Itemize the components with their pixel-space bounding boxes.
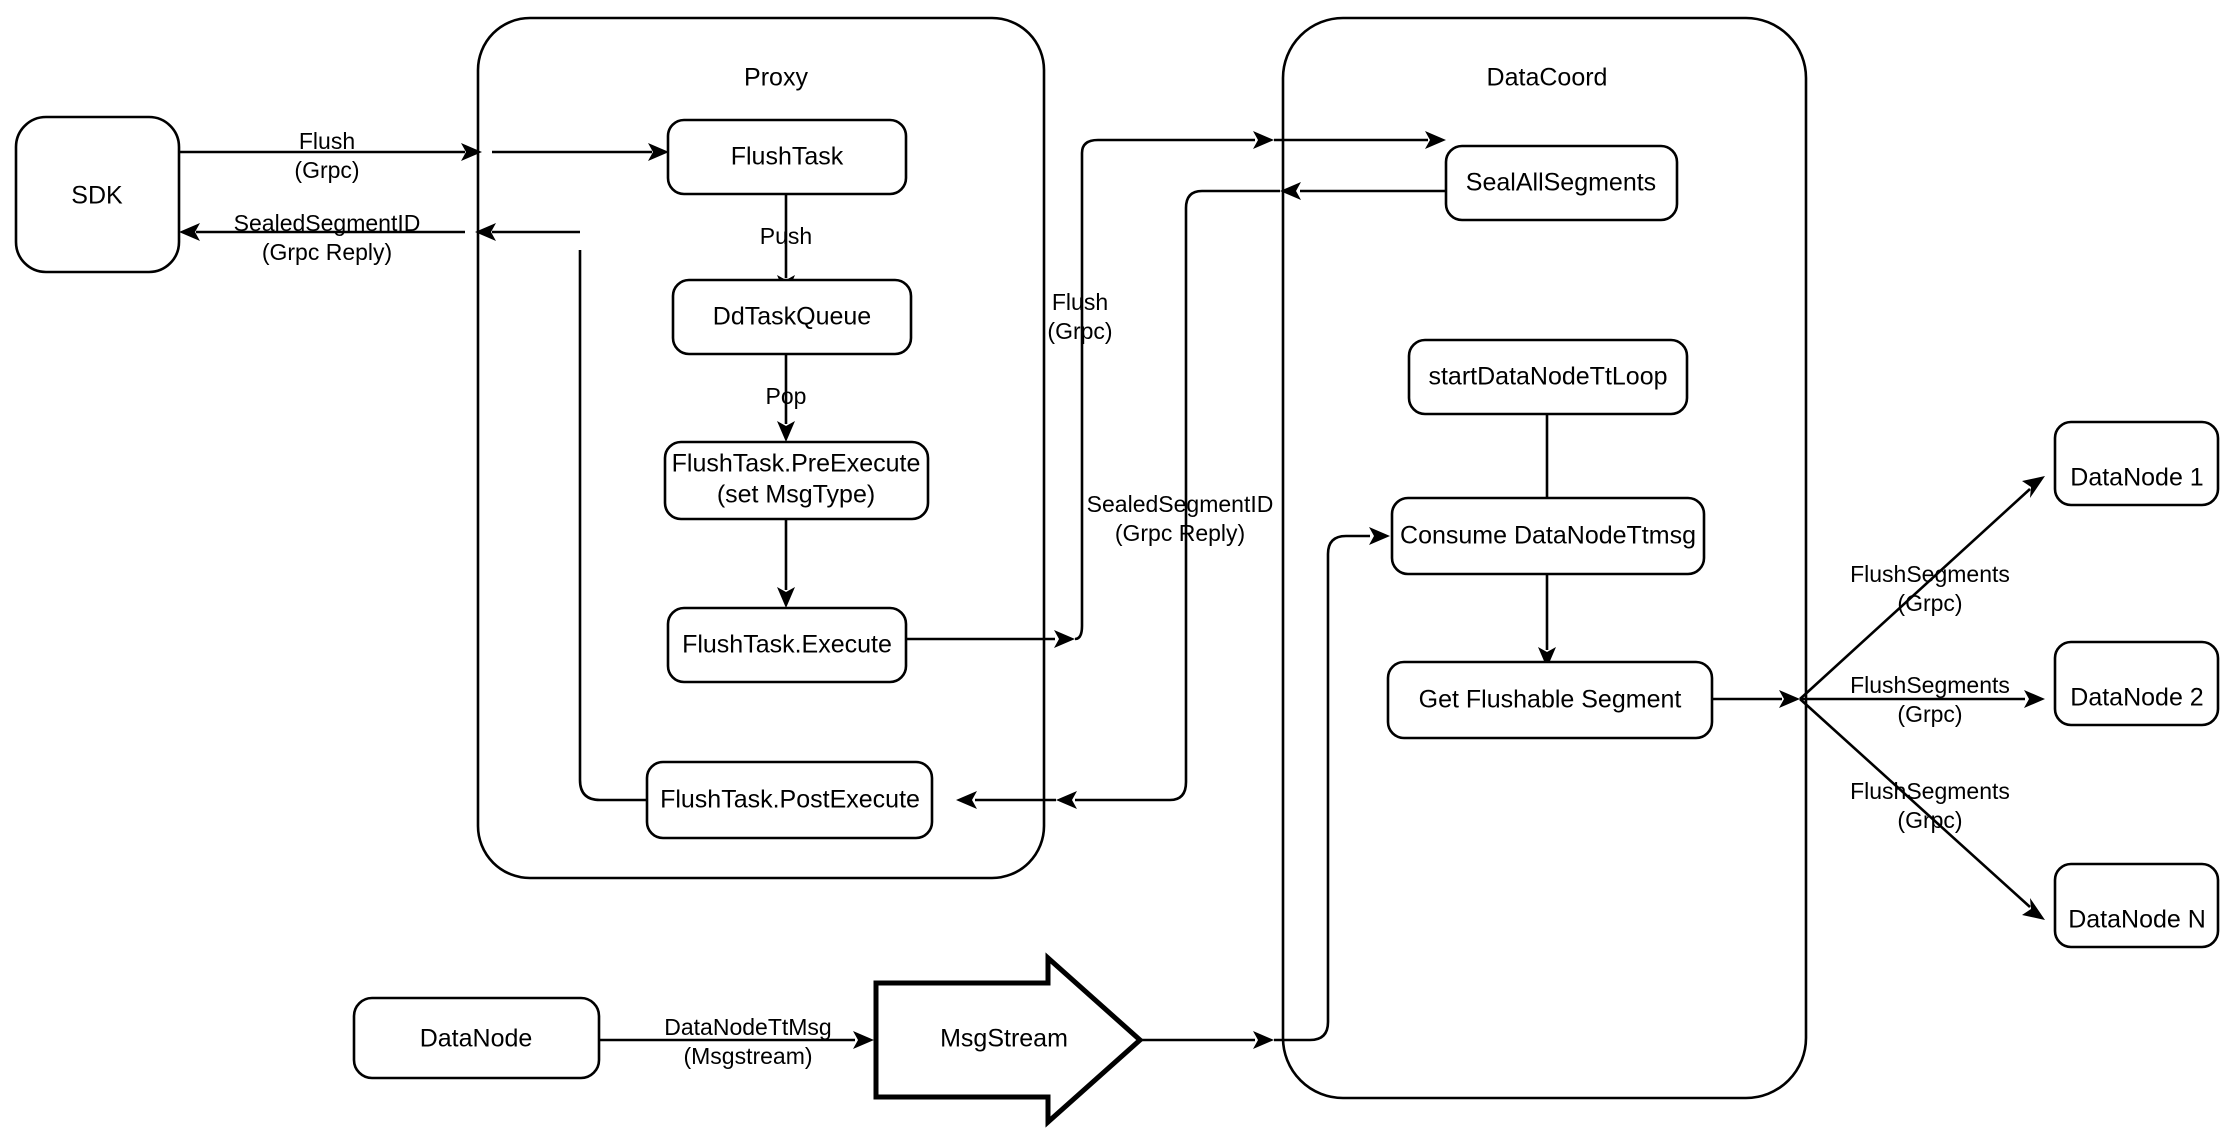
edge-label-flushsegments-2-line2: (Grpc)	[1897, 701, 1962, 727]
edge-label-flushsegments-2-line1: FlushSegments	[1850, 672, 2010, 698]
edge-getflushable-to-fanout	[1712, 690, 1800, 708]
flushtask-preexecute-label-line1: FlushTask.PreExecute	[672, 450, 921, 478]
edge-label-datanodettmsg-line2: (Msgstream)	[683, 1043, 812, 1069]
msgstream-label: MsgStream	[940, 1025, 1068, 1053]
consume-datanodettmsg-box[interactable]	[1390, 496, 1706, 576]
edge-label-flushsegments-n-line2: (Grpc)	[1897, 807, 1962, 833]
edge-label-sealed-reply-to-proxy-line2: (Grpc Reply)	[1115, 520, 1245, 546]
edge-proxy-to-sdk: SealedSegmentID (Grpc Reply)	[179, 210, 580, 265]
flushtask-box[interactable]	[666, 118, 908, 196]
edge-label-sealedsegmentid-reply-line1: SealedSegmentID	[234, 210, 421, 236]
flushtask-label: FlushTask	[731, 143, 844, 171]
node-datanode-bottom[interactable]: DataNode	[352, 996, 601, 1080]
edge-fanout-to-datanode-n: FlushSegments (Grpc)	[1799, 698, 2045, 920]
edge-label-flush-grpc-line1: Flush	[299, 128, 355, 154]
datanode-2-box[interactable]	[2053, 640, 2220, 727]
edge-datacoord-to-postexecute-reply: SealedSegmentID (Grpc Reply)	[956, 182, 1446, 809]
edge-label-flush-grpc-line2: (Grpc)	[294, 157, 359, 183]
sealallsegments-label: SealAllSegments	[1466, 169, 1656, 197]
edge-ddqueue-pop: Pop	[766, 354, 807, 442]
node-start-datanode-ttloop[interactable]: startDataNodeTtLoop	[1407, 338, 1689, 416]
edge-postexecute-to-sdk-reply	[578, 250, 647, 802]
node-get-flushable-segment[interactable]: Get Flushable Segment	[1386, 660, 1714, 740]
consume-datanodettmsg-label: Consume DataNodeTtmsg	[1400, 522, 1696, 550]
startdatanodettloop-box[interactable]	[1407, 338, 1689, 416]
node-datanode-2[interactable]: DataNode 2	[2053, 640, 2220, 727]
edge-label-datanodettmsg-line1: DataNodeTtMsg	[664, 1014, 831, 1040]
edge-label-flushsegments-n-line1: FlushSegments	[1850, 778, 2010, 804]
node-datanode-1[interactable]: DataNode 1	[2053, 420, 2220, 507]
node-flush-task-preexecute[interactable]: FlushTask.PreExecute (set MsgType)	[663, 440, 930, 521]
msgstream-arrow-shape[interactable]	[873, 952, 1144, 1128]
edge-label-flushsegments-1-line2: (Grpc)	[1897, 590, 1962, 616]
edge-sdk-to-proxy: Flush (Grpc)	[178, 128, 669, 183]
edge-label-flushsegments-1-line1: FlushSegments	[1850, 561, 2010, 587]
edge-label-flush-to-datacoord-line2: (Grpc)	[1047, 318, 1112, 344]
node-msgstream[interactable]: MsgStream	[873, 952, 1144, 1128]
flushtask-preexecute-label-line2: (set MsgType)	[717, 481, 875, 509]
datacoord-title: DataCoord	[1487, 64, 1608, 92]
datanode-n-label: DataNode N	[2068, 906, 2206, 934]
node-flush-task[interactable]: FlushTask	[666, 118, 908, 196]
sealallsegments-box[interactable]	[1444, 144, 1679, 222]
flushtask-execute-label: FlushTask.Execute	[682, 631, 892, 659]
node-sdk[interactable]: SDK	[14, 115, 181, 274]
datanode-1-label: DataNode 1	[2070, 464, 2203, 492]
flushtask-execute-box[interactable]	[666, 606, 908, 684]
node-dd-task-queue[interactable]: DdTaskQueue	[671, 278, 913, 356]
edge-fanout-to-datanode-2: FlushSegments (Grpc)	[1800, 672, 2045, 727]
sdk-label: SDK	[71, 182, 123, 210]
node-datanode-n[interactable]: DataNode N	[2053, 862, 2220, 949]
edge-execute-to-datacoord-flush: Flush (Grpc)	[906, 131, 1446, 648]
datanode-bottom-label: DataNode	[420, 1025, 533, 1053]
edge-label-sealed-reply-to-proxy-line1: SealedSegmentID	[1087, 491, 1274, 517]
get-flushable-segment-box[interactable]	[1386, 660, 1714, 740]
edge-label-sealedsegmentid-reply-line2: (Grpc Reply)	[262, 239, 392, 265]
node-flush-task-postexecute[interactable]: FlushTask.PostExecute	[645, 760, 934, 840]
flushtask-preexecute-box[interactable]	[663, 440, 930, 521]
proxy-title: Proxy	[744, 64, 808, 92]
edge-msgstream-to-consume	[1140, 527, 1390, 1049]
sdk-box[interactable]	[14, 115, 181, 274]
edge-label-pop: Pop	[766, 383, 807, 409]
ddtaskqueue-label: DdTaskQueue	[713, 303, 871, 331]
datanode-1-box[interactable]	[2053, 420, 2220, 507]
startdatanodettloop-label: startDataNodeTtLoop	[1428, 363, 1667, 391]
datanode-n-box[interactable]	[2053, 862, 2220, 949]
edge-label-push: Push	[760, 223, 812, 249]
ddtaskqueue-box[interactable]	[671, 278, 913, 356]
edge-consume-to-getflushable	[1538, 574, 1556, 668]
datanode-2-label: DataNode 2	[2070, 684, 2203, 712]
flushtask-postexecute-box[interactable]	[645, 760, 934, 840]
edge-datanode-to-msgstream: DataNodeTtMsg (Msgstream)	[598, 1014, 874, 1069]
node-seal-all-segments[interactable]: SealAllSegments	[1444, 144, 1679, 222]
node-flush-task-execute[interactable]: FlushTask.Execute	[666, 606, 908, 684]
node-consume-datanode-ttmsg[interactable]: Consume DataNodeTtmsg	[1390, 496, 1706, 576]
get-flushable-segment-label: Get Flushable Segment	[1419, 686, 1682, 714]
edge-preexecute-to-execute	[777, 518, 795, 608]
flushtask-postexecute-label: FlushTask.PostExecute	[660, 786, 920, 814]
datanode-bottom-box[interactable]	[352, 996, 601, 1080]
edge-fanout-to-datanode-1: FlushSegments (Grpc)	[1799, 476, 2045, 700]
edge-label-flush-to-datacoord-line1: Flush	[1052, 289, 1108, 315]
